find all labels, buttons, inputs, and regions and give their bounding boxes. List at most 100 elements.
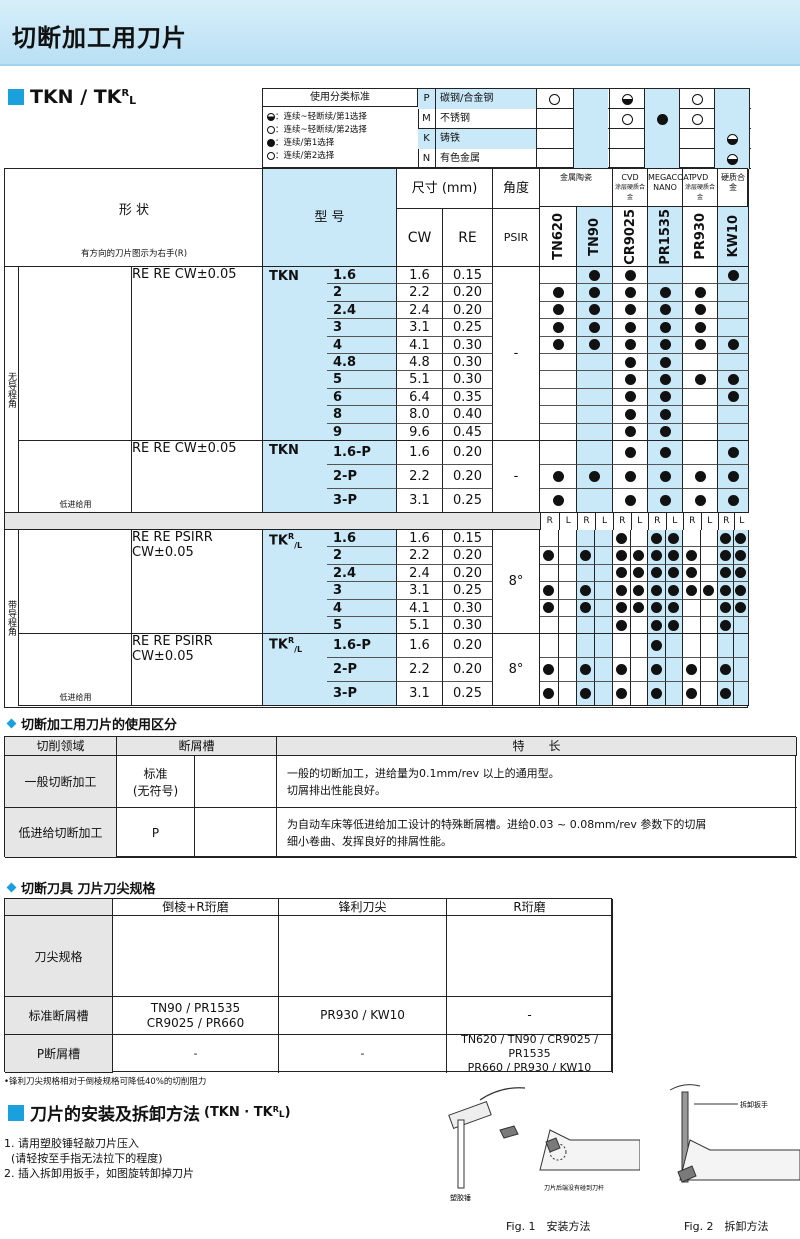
sec2-breaker-photo [195,808,277,858]
grade-cell [540,336,577,354]
available-dot-icon [694,495,706,506]
model-number: 2.4 [327,564,397,583]
model-number: 5 [327,371,397,389]
grade-cell [648,354,683,372]
grade-cell [577,423,613,441]
grade-cell [683,617,701,635]
size-header: 尺寸 (mm) [397,169,493,209]
grade-cell [733,617,749,635]
grade-cell [718,582,734,600]
re-value: 0.30 [443,371,493,389]
available-dot-icon [685,688,697,700]
svg-text:RE: RE [132,267,150,282]
available-dot-icon [624,374,636,386]
grade-cell [683,371,718,389]
grade-cell [648,336,683,354]
rotate-arrow [669,1084,701,1091]
grade-cell [683,530,701,548]
sec3-edge-photo-cell [279,916,447,997]
legend-text: ：连续/第1选择 [275,138,335,148]
grade-cell [613,547,631,565]
available-dot-icon [580,664,591,676]
grade-cell [718,441,749,465]
grade-cell [540,371,577,389]
grade-cell [683,441,718,465]
edge-note: •锋利刀尖规格相对于倒棱规格可降低40%的切削阻力 [4,1077,207,1087]
available-dot-icon [552,471,564,482]
section3-title: 切断刀具 刀片刀尖规格 [21,882,156,897]
hammer-label: 塑胶锤 [450,1193,471,1202]
available-dot-icon [552,321,564,333]
grade-cell [577,599,595,617]
install-steps: 1. 请用塑胶锤轻敲刀片压入 (请轻按至手指无法拉下的程度) 2. 插入拆卸用扳… [4,1136,194,1181]
svg-text:RE: RE [153,634,171,650]
cw-value: 9.6 [397,423,443,441]
rl-sub: /L [294,645,303,655]
available-dot-icon [624,391,636,403]
usage-symbol-icon [656,113,668,125]
usage-symbol-icon [621,113,633,125]
grade-cell [595,658,613,683]
grade-cell [648,582,666,600]
section1-sup: R [121,87,130,99]
usage-legend: ：连续~轻断续/第1选择：连续~轻断续/第2选择：连续/第1选择：连续/第2选择 [267,111,417,163]
grade-cell [665,582,683,600]
section4-title: 刀片的安装及拆卸方法 [30,1105,200,1125]
side-label-no-chamfer: 无导程角 [5,267,19,513]
shape-label: 形 状 [118,203,150,218]
grade-cell [613,530,631,548]
legend-symbol-icon [267,125,275,134]
model-header: 型 号 [263,169,397,267]
available-dot-icon [659,495,671,506]
model-prefix: TKN [263,267,327,441]
holder-body [679,1139,800,1181]
sec3-row-label: P断屑槽 [5,1035,113,1073]
model-number: 3 [327,582,397,600]
grade-cell [718,564,734,583]
usage-code: K [418,129,436,149]
grade-cell [558,530,577,548]
available-dot-icon [580,584,591,596]
rl-label: R [540,513,559,530]
grade-cell [683,388,718,407]
available-dot-icon [685,550,697,562]
re-value: 0.40 [443,406,493,424]
diamond-icon [6,882,17,893]
grade-group-sub: 涂层硬质合金 [684,184,715,201]
rl-label: L [733,513,749,530]
grade-cell [718,599,734,617]
legend-symbol-icon [267,151,275,160]
sec2-breaker: P [117,808,195,858]
diamond-icon [6,718,17,729]
grade-cell [683,301,718,320]
svg-text:CW±0.05: CW±0.05 [132,545,194,560]
grade-cell [700,617,718,635]
svg-text:RE: RE [132,530,150,545]
grade-cell [718,423,749,441]
rl-sup: R [287,532,295,541]
grade-cell [718,388,749,407]
usage-header: 使用分类标准 [263,89,418,107]
grade-cell [613,582,631,600]
grade-cell [540,547,559,565]
grade-cell [683,406,718,424]
grade-cell [665,530,683,548]
usage-code: P [418,89,436,109]
sec3-col-header: R珩磨 [447,899,613,916]
sec2-header-cell: 切削领域 [5,737,117,756]
available-dot-icon [727,339,739,351]
available-dot-icon [727,471,739,482]
legend-item: ：连续/第2选择 [267,150,417,163]
usage-grade-cell [644,149,679,169]
grade-name: KW10 [725,215,741,258]
usage-grade-cell [573,149,608,169]
grade-cell [613,284,648,302]
section4-sup: R [272,1105,279,1114]
available-dot-icon [615,567,627,579]
available-dot-icon [650,532,662,544]
usage-code: M [418,109,436,129]
available-dot-icon [650,550,662,562]
